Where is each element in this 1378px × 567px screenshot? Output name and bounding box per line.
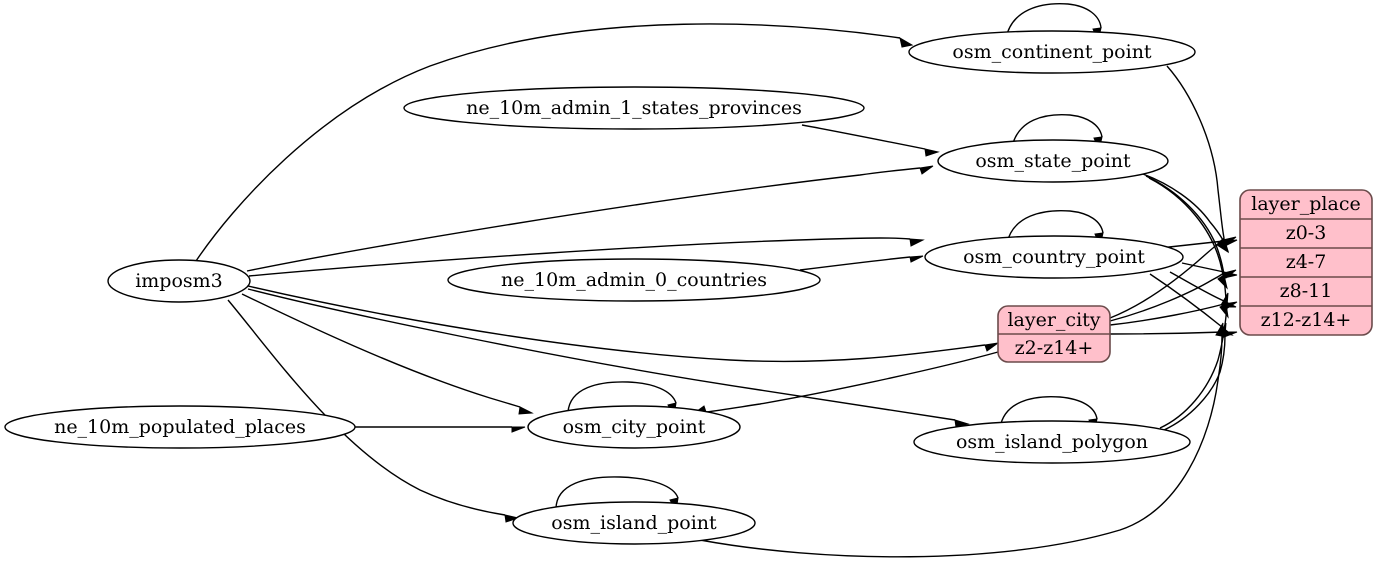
record-row-layer_place-2[interactable]: z8-11 <box>1280 280 1333 302</box>
node-layer_city[interactable]: layer_city z2-z14+ <box>997 305 1111 363</box>
node-label-osm-state-point: osm_state_point <box>975 150 1131 172</box>
edge-ne_countries-to-osm_country_point <box>799 255 924 271</box>
node-label-ne-populated: ne_10m_populated_places <box>54 416 306 438</box>
edge-imposm3-to-osm_island_point <box>227 299 520 523</box>
edge-imposm3-to-osm_state_point <box>246 165 934 272</box>
node-imposm3[interactable]: imposm3 <box>107 259 251 303</box>
node-label-imposm3: imposm3 <box>135 270 223 292</box>
edge-layer_city-to-osm_city_point <box>692 351 999 415</box>
node-osm_island_polygon[interactable]: osm_island_polygon <box>913 420 1191 464</box>
edge-osm_continent_point-to-layer_place-z0-3 <box>1166 65 1229 253</box>
node-ne_10m_populated_places[interactable]: ne_10m_populated_places <box>4 405 356 449</box>
edge-osm_island_polygon-to-layer_place-z12-z14 <box>1163 322 1227 431</box>
edge-ne_populated-to-osm_city_point <box>355 426 526 433</box>
edge-imposm3-to-osm_city_point <box>241 293 534 415</box>
node-layer_place[interactable]: layer_place z0-3 z4-7 z8-11 z12-z14+ <box>1239 189 1373 336</box>
record-row-layer_city-0[interactable]: z2-z14+ <box>1015 337 1094 359</box>
edge-layer_city-to-layer_place-z8-11 <box>1109 301 1238 326</box>
edge-osm_state_point-to-layer_place-z0-3 <box>1142 173 1230 254</box>
node-osm_country_point[interactable]: osm_country_point <box>924 235 1184 279</box>
node-label-osm-city-point: osm_city_point <box>563 416 706 438</box>
record-title-layer_city: layer_city <box>1007 309 1100 331</box>
edge-osm_island_polygon-to-layer_place-z8-11 <box>1159 292 1229 429</box>
edge-ne_states-to-osm_state_point <box>801 124 940 157</box>
node-label-osm-island-polygon: osm_island_polygon <box>956 431 1148 453</box>
node-ne_10m_admin_0_countries[interactable]: ne_10m_admin_0_countries <box>447 258 821 302</box>
node-label-osm-continent-point: osm_continent_point <box>952 41 1152 63</box>
edge-layer_city-to-layer_place-z4-7 <box>1109 269 1237 322</box>
node-osm_city_point[interactable]: osm_city_point <box>527 405 741 449</box>
node-osm_continent_point[interactable]: osm_continent_point <box>908 30 1196 74</box>
node-osm_state_point[interactable]: osm_state_point <box>937 139 1169 183</box>
node-ne_10m_admin_1_states_provinces[interactable]: ne_10m_admin_1_states_provinces <box>403 86 865 130</box>
node-label-ne-states: ne_10m_admin_1_states_provinces <box>466 97 802 119</box>
node-layer: imposm3 ne_10m_admin_1_states_provinces … <box>4 30 1196 545</box>
edge-imposm3-to-osm_continent_point <box>195 23 914 262</box>
node-label-ne-countries: ne_10m_admin_0_countries <box>501 269 767 291</box>
record-title-layer_place: layer_place <box>1251 193 1360 215</box>
edge-imposm3-to-osm_country_point <box>248 237 925 277</box>
node-label-osm-country-point: osm_country_point <box>963 246 1145 268</box>
edge-layer_city-to-layer_place-z0-3 <box>1109 236 1237 319</box>
record-row-layer_place-3[interactable]: z12-z14+ <box>1261 309 1352 331</box>
node-label-osm-island-point: osm_island_point <box>551 512 717 534</box>
edge-osm_island_point-to-layer_place-z12-z14 <box>699 322 1224 558</box>
edge-layer <box>195 3 1238 558</box>
record-layer: layer_city z2-z14+ layer_place z0-3 z4-7… <box>997 189 1373 363</box>
node-osm_island_point[interactable]: osm_island_point <box>512 501 756 545</box>
record-row-layer_place-1[interactable]: z4-7 <box>1286 251 1327 273</box>
record-row-layer_place-0[interactable]: z0-3 <box>1286 222 1327 244</box>
edge-imposm3-to-layer_city <box>247 285 999 363</box>
